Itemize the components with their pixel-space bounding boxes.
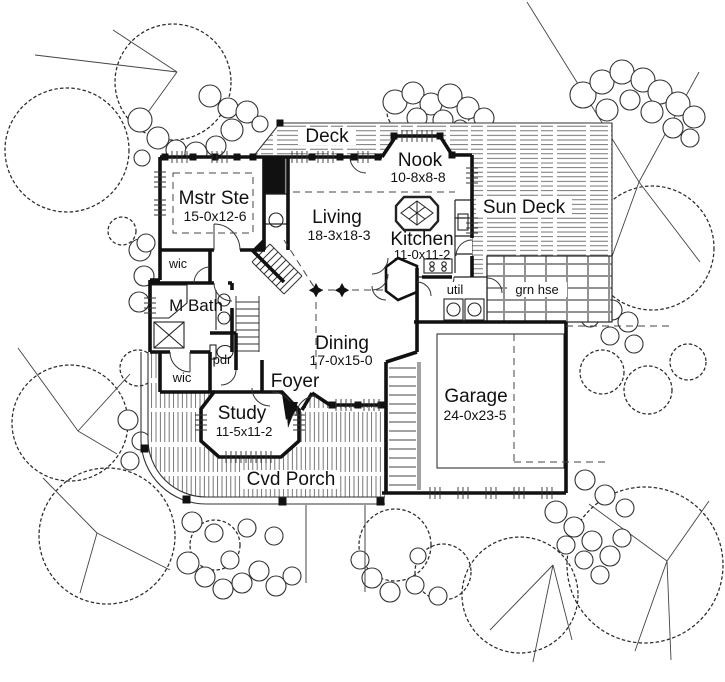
door-arc	[371, 257, 389, 275]
door-arc	[371, 285, 387, 301]
dim-label-dining: 17-0x15-0	[309, 352, 372, 368]
room-label-living: Living	[312, 207, 362, 228]
room-labels: Deck Nook 10-8x8-8 Mstr Ste 15-0x12-6 Li…	[168, 126, 566, 490]
tree	[38, 467, 176, 605]
room-label-study: Study	[218, 403, 267, 424]
doors	[169, 156, 503, 428]
garage-door-ticks	[429, 487, 553, 499]
dim-label-nook: 10-8x8-8	[390, 169, 445, 185]
closet-fixture	[268, 212, 284, 228]
sink	[217, 311, 231, 325]
kitchen-sink	[457, 213, 469, 231]
room-label-wic-upper: wic	[168, 257, 187, 271]
door-arc	[213, 282, 233, 302]
tree	[114, 23, 232, 141]
dim-label-study: 11-5x11-2	[216, 424, 273, 439]
bush-scribble	[107, 216, 137, 246]
house-body	[150, 136, 566, 493]
bush-scribble	[358, 508, 432, 582]
room-label-deck: Deck	[305, 126, 349, 147]
fireplace	[384, 256, 419, 302]
shrub-clusters	[117, 59, 706, 606]
bush-scribble	[669, 343, 707, 381]
room-label-cvd-porch: Cvd Porch	[247, 469, 336, 490]
tree	[11, 364, 129, 482]
door-arc	[193, 266, 211, 284]
room-label-garage: Garage	[444, 386, 507, 407]
dim-label-kitchen: 11-0x11-2	[394, 247, 451, 262]
room-label-sun-deck: Sun Deck	[483, 197, 566, 218]
bush-scribble	[579, 349, 625, 395]
door-arc	[416, 281, 432, 297]
room-label-nook: Nook	[398, 150, 443, 171]
tree	[566, 486, 724, 644]
dim-label-living: 18-3x18-3	[307, 227, 370, 243]
dim-label-garage: 24-0x23-5	[443, 407, 506, 423]
posts	[140, 119, 456, 506]
shower	[153, 321, 185, 349]
door-arc	[169, 351, 191, 373]
door-arc	[220, 369, 237, 386]
room-label-pdr: pdr	[213, 352, 232, 367]
room-label-m-bath: M Bath	[169, 296, 223, 315]
dashed-lines	[172, 172, 674, 463]
walkway-lines	[305, 505, 366, 592]
window-ticks	[144, 130, 553, 499]
tree	[461, 536, 579, 654]
door-leaf-study	[282, 394, 297, 420]
room-label-kitchen: Kitchen	[390, 229, 453, 250]
door-arc	[213, 223, 241, 251]
tree	[4, 87, 130, 213]
dryer	[464, 298, 485, 321]
range	[423, 258, 453, 274]
room-label-dining: Dining	[315, 333, 369, 354]
bush-scribble	[623, 365, 673, 415]
door-arc	[295, 395, 317, 417]
door-arc	[486, 277, 503, 294]
label-halos	[243, 127, 572, 489]
kitchen-island	[394, 195, 440, 232]
fixtures	[150, 157, 485, 360]
door-arc	[349, 156, 367, 174]
room-label-mstr-ste: Mstr Ste	[179, 188, 250, 209]
door-arc	[455, 239, 473, 257]
entry-steps	[386, 362, 421, 490]
room-label-grn-hse: grn hse	[515, 282, 558, 297]
washer	[443, 298, 464, 321]
bush-scribble	[414, 543, 472, 601]
room-label-foyer: Foyer	[271, 371, 320, 392]
bush-scribble	[189, 519, 241, 571]
sink	[217, 293, 231, 307]
island-tile	[400, 200, 434, 226]
door-arc	[371, 273, 389, 291]
column-markers	[308, 283, 350, 298]
room-label-wic-lower: wic	[172, 370, 192, 385]
door-arc	[251, 387, 271, 407]
dim-label-mstr-ste: 15-0x12-6	[183, 208, 246, 224]
door-leaf-mstr	[252, 238, 264, 250]
mstr-ceiling-dashed	[172, 172, 254, 234]
chimney	[264, 157, 286, 195]
room-label-util: util	[447, 282, 464, 297]
